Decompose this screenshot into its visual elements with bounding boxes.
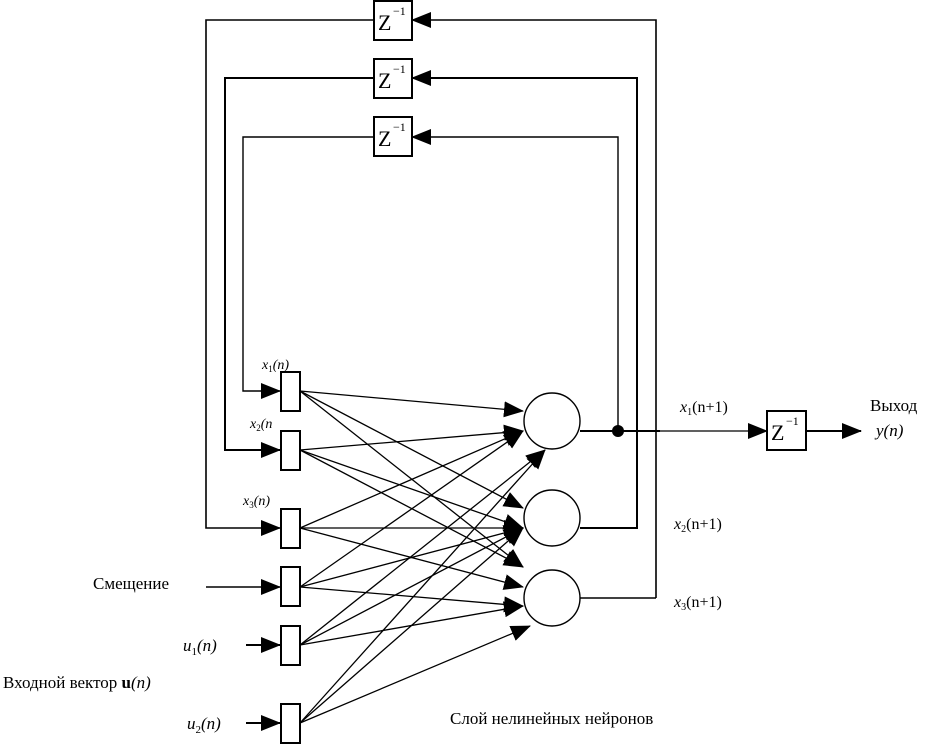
delay-label: Z <box>378 126 391 151</box>
delay-box-1: Z −1 <box>373 0 413 41</box>
feedback-loop-1 <box>205 11 657 598</box>
delay-box-3: Z −1 <box>373 116 413 157</box>
label-x2: x2(n <box>249 417 272 433</box>
label-x3: x3(n) <box>242 494 270 510</box>
label-out-x1: x1(n+1) <box>679 399 728 418</box>
connection-bias-to-neuron-3 <box>299 586 524 613</box>
input-node-x3 <box>280 508 301 549</box>
connection-x1-to-neuron-3 <box>299 390 524 568</box>
connection-x2-to-neuron-2 <box>299 449 524 530</box>
input-node-u2 <box>280 703 301 744</box>
delay-label: Z <box>378 10 391 35</box>
input-vector-label: Входной вектор u(n) <box>3 673 151 692</box>
label-u1: u1(n) <box>183 636 217 658</box>
label-u2: u2(n) <box>187 714 221 736</box>
label-bias: Смещение <box>93 574 169 593</box>
input-node-u1 <box>280 625 301 666</box>
connection-x3-to-neuron-3 <box>299 527 524 590</box>
layer-label: Слой нелинейных нейронов <box>450 709 653 728</box>
delay-label: Z <box>378 68 391 93</box>
connection-x2-to-neuron-1 <box>299 424 524 451</box>
delay-box-2: Z −1 <box>373 58 413 99</box>
delay-label: Z <box>771 420 784 445</box>
junction-dot <box>612 425 624 437</box>
label-out-x3: x3(n+1) <box>673 594 722 613</box>
delay-exp: −1 <box>393 120 406 134</box>
feedback-loop-3 <box>242 129 619 431</box>
connection-x1-to-neuron-2 <box>299 390 524 509</box>
connection-x2-to-neuron-3 <box>299 449 524 568</box>
synaptic-connections <box>299 390 546 724</box>
input-node-x2 <box>280 430 301 471</box>
label-out-x2: x2(n+1) <box>673 516 722 535</box>
neuron-1 <box>523 392 581 450</box>
label-x1: x1(n) <box>261 358 289 374</box>
delay-exp: −1 <box>393 4 406 18</box>
feedback-loop-2 <box>224 70 638 529</box>
connection-u1-to-neuron-1 <box>299 449 546 646</box>
output-title: Выход <box>870 396 918 415</box>
neuron-2 <box>523 489 581 547</box>
neuron-3 <box>523 569 581 627</box>
connection-u2-to-neuron-1 <box>299 449 546 724</box>
output-delay-box: Z −1 <box>766 410 807 451</box>
connection-u1-to-neuron-2 <box>299 527 524 646</box>
input-node-bias <box>280 566 301 607</box>
connection-u1-to-neuron-3 <box>299 601 524 646</box>
delay-exp: −1 <box>786 414 799 428</box>
connection-u2-to-neuron-3 <box>299 625 531 724</box>
delay-exp: −1 <box>393 62 406 76</box>
input-node-x1 <box>280 371 301 412</box>
output-signal: y(n) <box>874 421 904 440</box>
connection-x1-to-neuron-1 <box>299 390 524 418</box>
